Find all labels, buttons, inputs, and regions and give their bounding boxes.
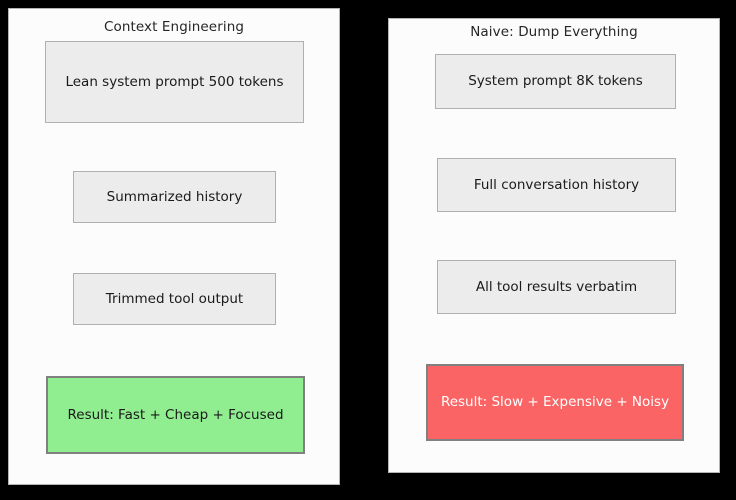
node-summarized-history-label: Summarized history: [106, 188, 243, 205]
node-result-bad-label: Result: Slow + Expensive + Noisy: [440, 394, 670, 411]
panel-left-title: Context Engineering: [103, 19, 245, 35]
node-system-prompt-8k-label: System prompt 8K tokens: [468, 73, 643, 90]
node-full-conversation-history-label: Full conversation history: [473, 176, 640, 193]
panel-right-title: Naive: Dump Everything: [470, 24, 638, 40]
node-trimmed-tool-output-label: Trimmed tool output: [105, 290, 244, 307]
panel-naive-dump-everything: Naive: Dump Everything System prompt 8K …: [388, 18, 720, 473]
node-full-conversation-history[interactable]: Full conversation history: [437, 158, 676, 212]
node-result-good[interactable]: Result: Fast + Cheap + Focused: [46, 376, 305, 454]
panel-context-engineering: Context Engineering Lean system prompt 5…: [8, 8, 340, 485]
node-summarized-history[interactable]: Summarized history: [73, 171, 276, 223]
node-system-prompt-8k[interactable]: System prompt 8K tokens: [435, 54, 676, 109]
node-trimmed-tool-output[interactable]: Trimmed tool output: [73, 273, 276, 325]
node-all-tool-results-verbatim[interactable]: All tool results verbatim: [437, 260, 676, 314]
node-all-tool-results-verbatim-label: All tool results verbatim: [475, 278, 638, 295]
node-result-good-label: Result: Fast + Cheap + Focused: [67, 406, 284, 423]
node-result-bad[interactable]: Result: Slow + Expensive + Noisy: [426, 364, 684, 441]
node-lean-system-prompt[interactable]: Lean system prompt 500 tokens: [45, 41, 304, 123]
node-lean-system-prompt-label: Lean system prompt 500 tokens: [65, 73, 284, 90]
